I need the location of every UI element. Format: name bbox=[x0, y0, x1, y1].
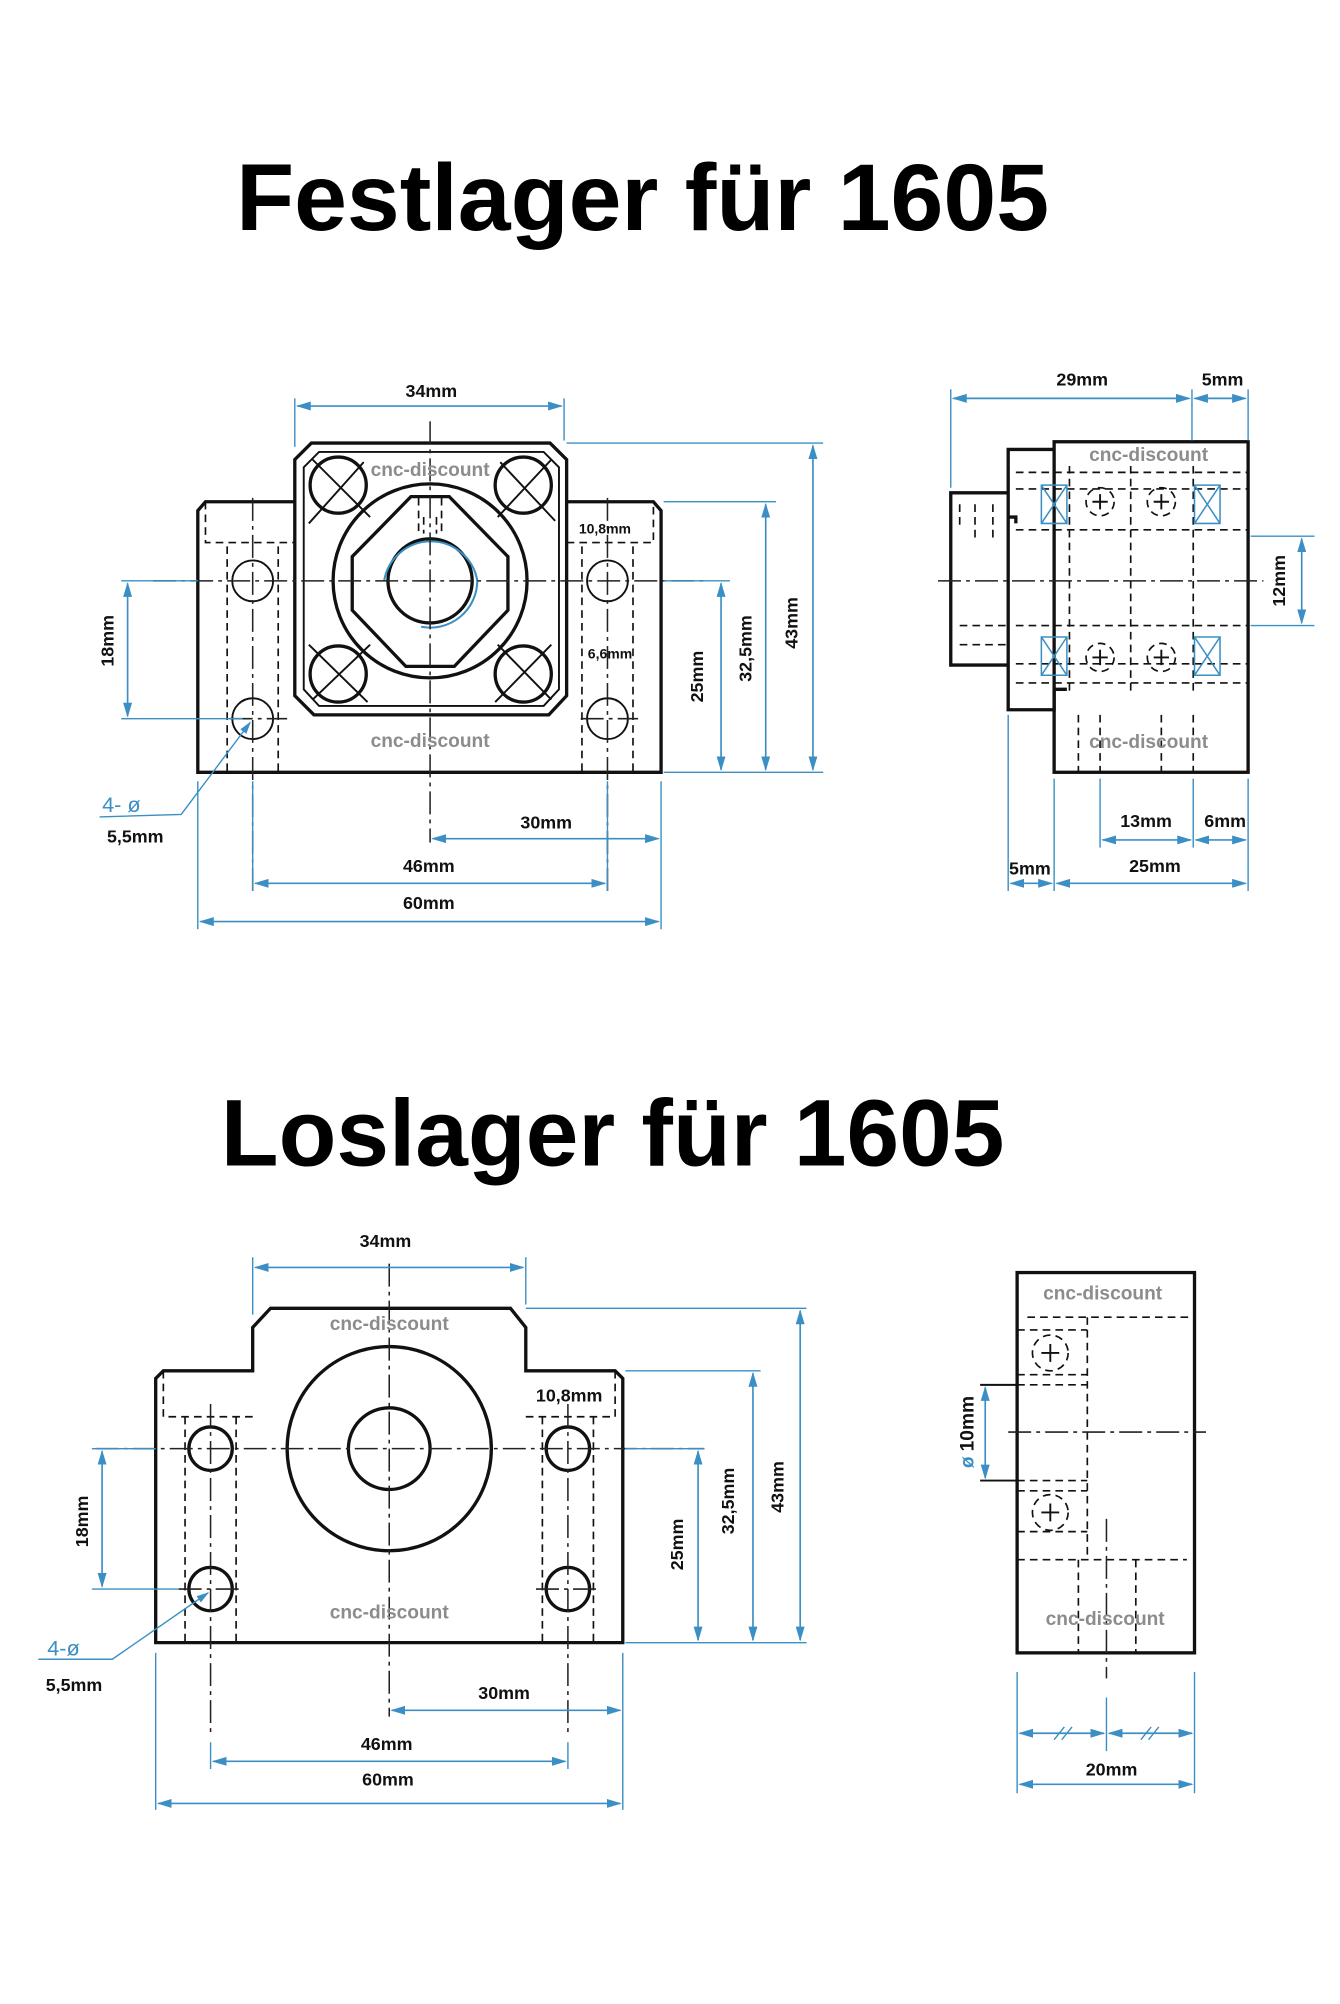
bolt-hole-crosses bbox=[308, 458, 556, 703]
side-flange bbox=[1006, 447, 1067, 712]
hole-dia-label: 5,5mm bbox=[46, 1675, 103, 1695]
dim-label-60: 60mm bbox=[403, 893, 455, 913]
screw-hidden-circles bbox=[1085, 486, 1177, 673]
festlager-title: Festlager für 1605 bbox=[236, 146, 1049, 251]
dia-extension-lines bbox=[980, 1383, 1018, 1482]
extension-lines bbox=[121, 398, 824, 930]
dim-label-43: 43mm bbox=[782, 597, 802, 649]
side-extension-lines bbox=[1016, 1671, 1196, 1794]
loslager-side-view: cnc-discount cnc-discount ø 10mm 20mm bbox=[958, 1270, 1206, 1794]
festlager-flange-square bbox=[293, 501, 569, 717]
dim-label-46: 46mm bbox=[361, 1734, 413, 1754]
dim-label-60: 60mm bbox=[362, 1770, 414, 1790]
counterbore-hidden bbox=[204, 501, 655, 773]
dim-label-6-6: 6,6mm bbox=[588, 646, 632, 662]
dim-label-25-side: 25mm bbox=[1129, 856, 1181, 876]
festlager-flange-inner bbox=[302, 451, 560, 707]
dim-label-34: 34mm bbox=[360, 1231, 412, 1251]
dim-label-25: 25mm bbox=[667, 1519, 687, 1571]
dim-label-25: 25mm bbox=[687, 651, 707, 703]
bolt-hole bbox=[308, 455, 368, 515]
watermark: cnc-discount bbox=[330, 1602, 450, 1623]
counterbore-hidden bbox=[162, 1370, 616, 1643]
dim-label-34: 34mm bbox=[406, 381, 458, 401]
watermark: cnc-discount bbox=[1089, 445, 1209, 466]
loslager-front-view: cnc-discount cnc-discount 10,8mm 34mm 43… bbox=[38, 1231, 807, 1810]
keyway-hidden bbox=[417, 497, 443, 534]
dim-label-13: 13mm bbox=[1120, 811, 1172, 831]
screw-hidden-circles bbox=[1031, 1334, 1070, 1532]
centerlines bbox=[153, 421, 709, 894]
dim-label-30: 30mm bbox=[520, 812, 572, 832]
dia-value: 10mm bbox=[958, 1396, 979, 1451]
watermark: cnc-discount bbox=[1046, 1609, 1166, 1630]
dim-label-18: 18mm bbox=[72, 1496, 92, 1548]
side-centerlines bbox=[1008, 1431, 1206, 1679]
bearing-x-marks bbox=[1040, 484, 1221, 677]
dim-label-30: 30mm bbox=[478, 1683, 530, 1703]
dim-label-32-5: 32,5mm bbox=[718, 1468, 738, 1535]
dim-label-dia-10: ø 10mm bbox=[958, 1396, 979, 1468]
bolt-hole bbox=[493, 455, 553, 515]
equal-marks bbox=[1053, 1726, 1160, 1741]
dim-label-6: 6mm bbox=[1204, 811, 1246, 831]
bolt-hole bbox=[308, 644, 368, 704]
watermark: cnc-discount bbox=[371, 460, 491, 481]
dim-label-43: 43mm bbox=[768, 1461, 788, 1513]
hole-count-label: 4- ø bbox=[102, 792, 141, 817]
dim-label-5-bottom: 5mm bbox=[1009, 858, 1051, 878]
watermark: cnc-discount bbox=[371, 731, 491, 752]
side-hidden-lines bbox=[1017, 1316, 1195, 1653]
dim-label-32-5: 32,5mm bbox=[736, 615, 756, 682]
centerlines bbox=[95, 1263, 705, 1736]
lock-nut-octagon bbox=[350, 494, 510, 669]
hole-count-label: 4-ø bbox=[47, 1635, 80, 1660]
dim-label-18: 18mm bbox=[98, 615, 118, 667]
watermark: cnc-discount bbox=[1089, 732, 1209, 753]
watermark: cnc-discount bbox=[330, 1314, 450, 1335]
side-nut bbox=[949, 491, 1018, 667]
watermark: cnc-discount bbox=[1043, 1283, 1163, 1304]
dim-label-29: 29mm bbox=[1056, 370, 1108, 390]
dim-label-5-top: 5mm bbox=[1202, 370, 1244, 390]
festlager-front-view: cnc-discount cnc-discount 10,8mm 6,6mm 3… bbox=[98, 381, 824, 930]
side-hidden-lines bbox=[958, 465, 1249, 773]
dim-label-46: 46mm bbox=[403, 856, 455, 876]
dim-label-10-8: 10,8mm bbox=[536, 1385, 603, 1405]
dim-label-10-8: 10,8mm bbox=[579, 521, 631, 537]
hole-leader bbox=[38, 1592, 210, 1660]
dim-label-12: 12mm bbox=[1269, 555, 1289, 607]
festlager-side-view: cnc-discount cnc-discount 29mm 5mm 12mm … bbox=[937, 370, 1315, 891]
bolt-hole bbox=[493, 644, 553, 704]
loslager-title: Loslager für 1605 bbox=[221, 1081, 1005, 1186]
hole-leader bbox=[99, 721, 251, 818]
extension-lines bbox=[91, 1257, 807, 1810]
dim-label-20: 20mm bbox=[1086, 1759, 1138, 1779]
dia-symbol: ø bbox=[958, 1456, 979, 1468]
hole-dia-label: 5,5mm bbox=[107, 826, 164, 846]
side-extension-lines bbox=[950, 389, 1315, 891]
side-body bbox=[1052, 440, 1250, 774]
